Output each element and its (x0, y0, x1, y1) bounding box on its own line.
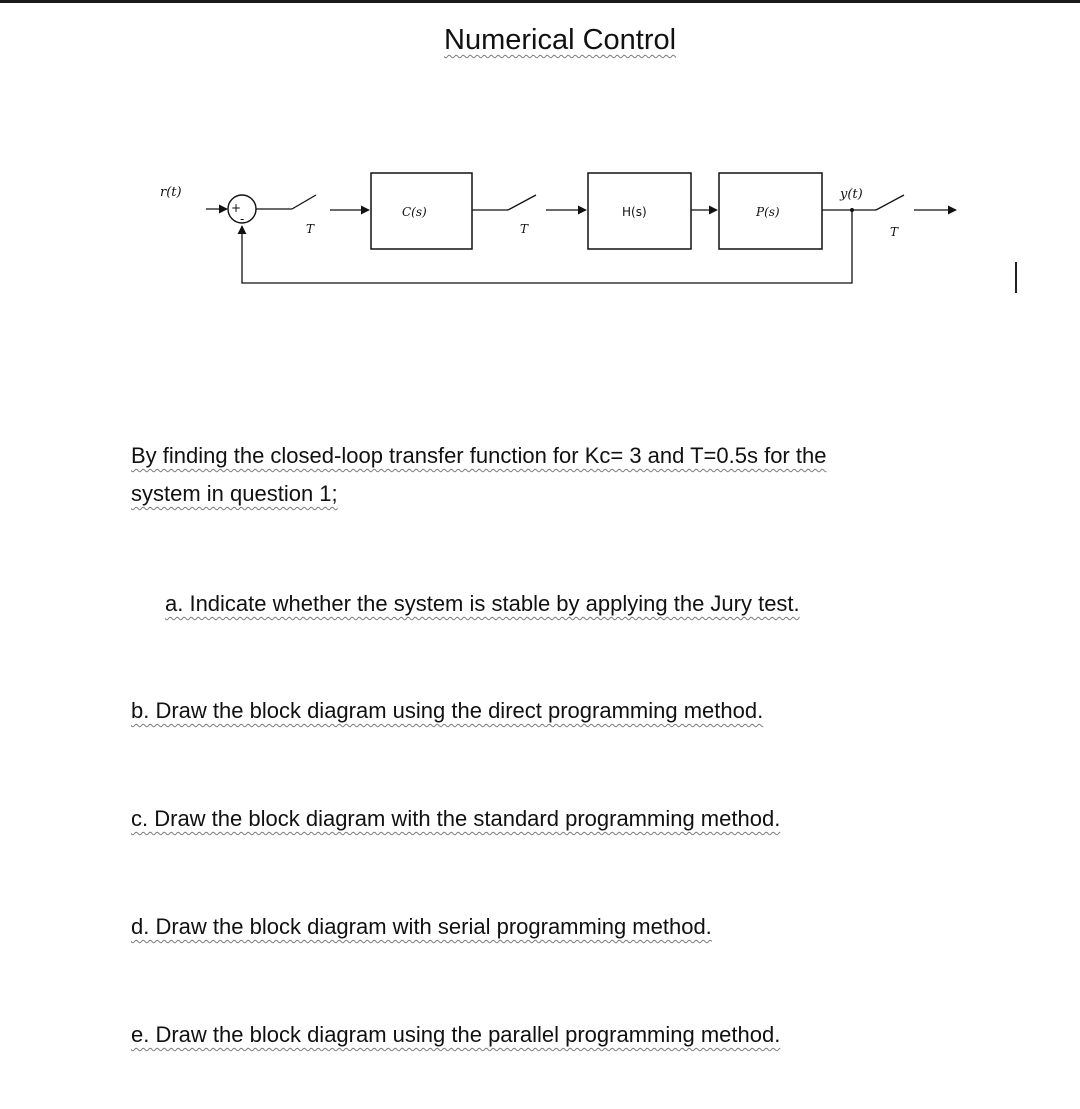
sampler-2-switch (507, 194, 537, 211)
hold-block (587, 172, 692, 250)
controller-block-label: C(s) (402, 205, 427, 219)
sampler-1-label: T (306, 222, 315, 236)
question-c: c. Draw the block diagram with the stand… (131, 806, 781, 831)
sum-plus-sign: + (231, 201, 241, 215)
page-title: Numerical Control (444, 24, 677, 56)
plant-block (718, 172, 823, 250)
question-b: b. Draw the block diagram using the dire… (131, 698, 764, 723)
top-border (0, 0, 1080, 3)
intro-line-1: By finding the closed-loop transfer func… (131, 443, 827, 468)
input-signal-label: r(t) (160, 185, 182, 200)
question-e: e. Draw the block diagram using the para… (131, 1022, 781, 1047)
output-signal-label: y(t) (839, 187, 863, 202)
sum-minus-sign: - (240, 212, 244, 226)
intro-line-2: system in question 1; (131, 481, 338, 506)
sampler-1-switch (291, 194, 317, 210)
controller-block (370, 172, 473, 250)
block-diagram: r(t) + - T C(s) T H(s) P(s) y(t) T (160, 172, 957, 284)
sampler-2-label: T (520, 222, 529, 236)
sampler-3-switch (875, 194, 905, 211)
sampler-3-label: T (890, 225, 899, 239)
hold-block-label: H(s) (622, 205, 647, 219)
question-a: a. Indicate whether the system is stable… (165, 591, 800, 616)
question-d: d. Draw the block diagram with serial pr… (131, 914, 712, 939)
text-cursor (1015, 262, 1017, 293)
feedback-path (237, 210, 853, 284)
plant-block-label: P(s) (755, 205, 780, 219)
